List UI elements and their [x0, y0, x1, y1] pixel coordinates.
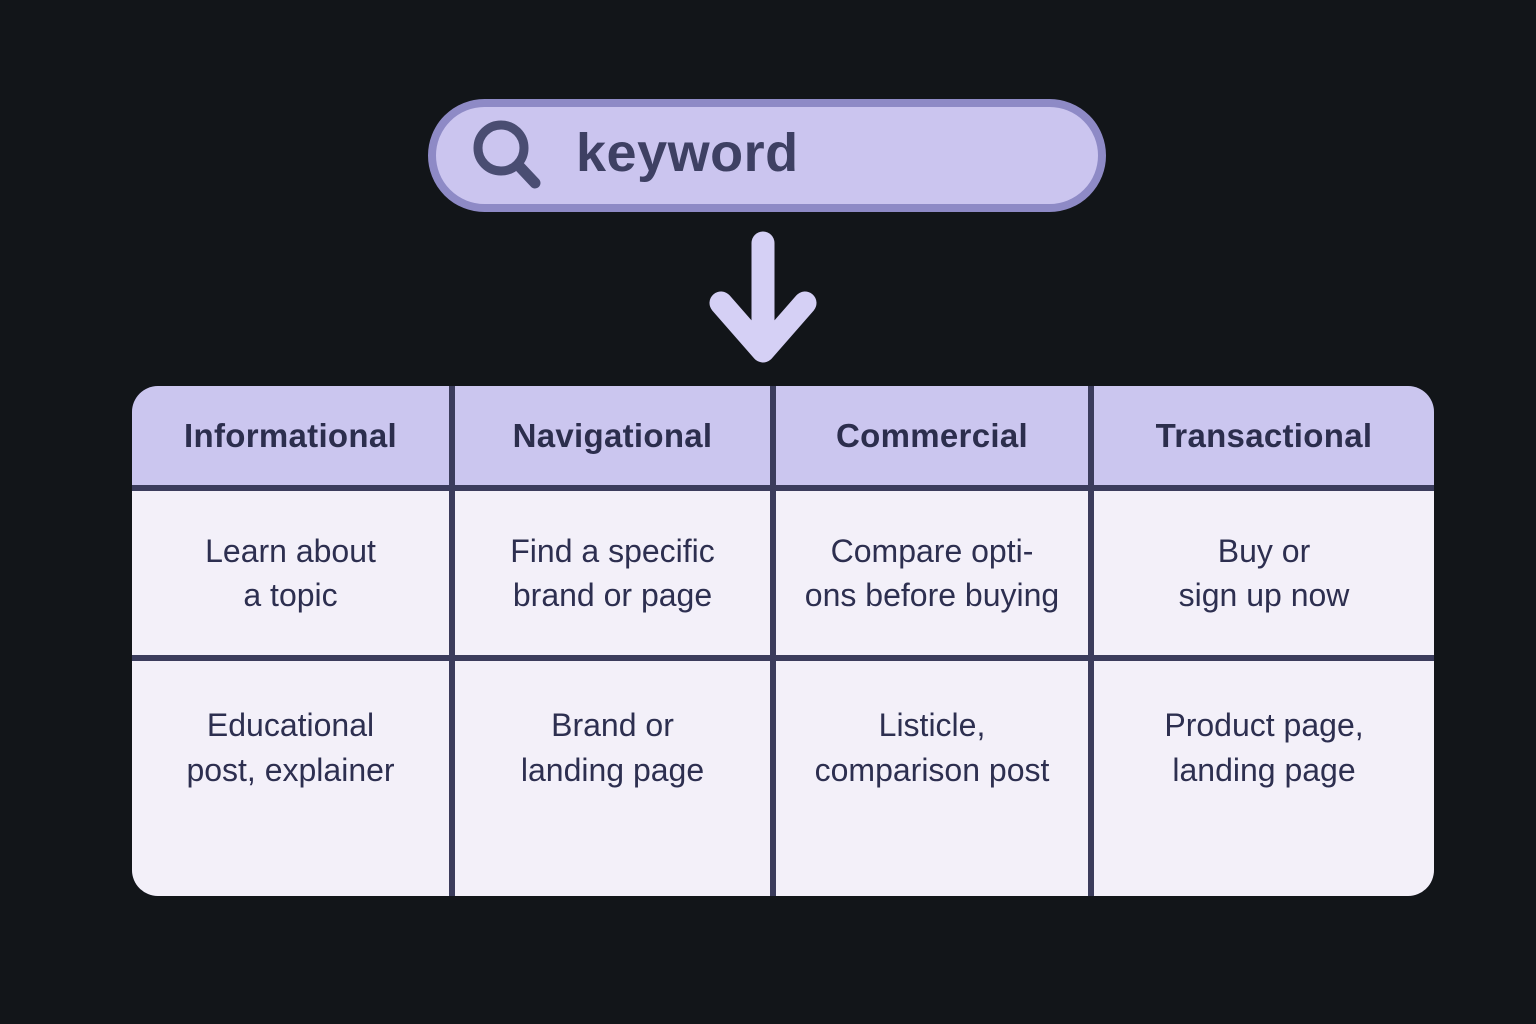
- intent-cell-navigational: Find a specific brand or page: [455, 491, 770, 655]
- search-bar[interactable]: keyword: [428, 99, 1106, 212]
- column-header-transactional: Transactional: [1094, 386, 1434, 485]
- column-header-commercial: Commercial: [776, 386, 1088, 485]
- search-icon: [470, 117, 548, 195]
- intent-cell-transactional: Buy or sign up now: [1094, 491, 1434, 655]
- column-header-informational: Informational: [132, 386, 449, 485]
- search-query-text: keyword: [576, 122, 799, 183]
- intent-cell-informational: Learn about a topic: [132, 491, 449, 655]
- content-cell-informational: Educational post, explainer: [132, 661, 449, 896]
- content-cell-transactional: Product page, landing page: [1094, 661, 1434, 896]
- down-arrow-icon: [709, 231, 817, 363]
- content-cell-navigational: Brand or landing page: [455, 661, 770, 896]
- intent-table: Informational Navigational Commercial Tr…: [132, 386, 1434, 896]
- intent-cell-commercial: Compare opti- ons before buying: [776, 491, 1088, 655]
- content-cell-commercial: Listicle, comparison post: [776, 661, 1088, 896]
- column-header-navigational: Navigational: [455, 386, 770, 485]
